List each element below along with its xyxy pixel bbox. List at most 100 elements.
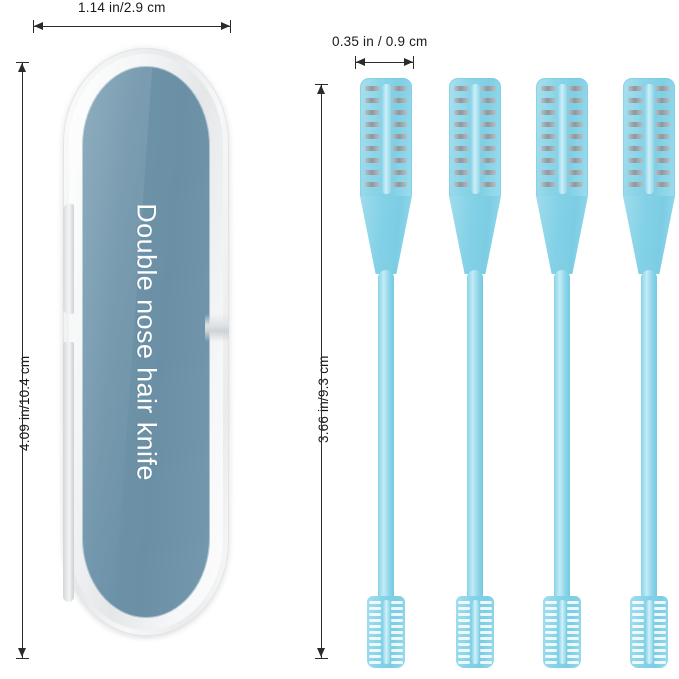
case-width-arrow-left — [34, 22, 43, 30]
tip-ridge — [632, 661, 644, 664]
tip-ridge — [654, 619, 666, 622]
tip-ridge — [458, 613, 470, 616]
tip-ridge — [545, 619, 557, 622]
blade-slot — [392, 110, 407, 115]
blade-slot — [541, 146, 556, 151]
tip-ridge — [458, 601, 470, 604]
razor-length-line — [321, 84, 322, 658]
blade-slot — [655, 158, 670, 163]
tip-ridge — [632, 631, 644, 634]
case-width-arrow-right — [221, 22, 230, 30]
razor-3-neck — [536, 196, 588, 274]
blade-slot — [392, 98, 407, 103]
blade-slot — [568, 146, 583, 151]
tip-ridge — [480, 631, 492, 634]
razor-4-blade-head — [623, 78, 675, 200]
razor-head-width-tick-right — [413, 56, 414, 69]
tip-ridge — [369, 643, 381, 646]
razor-2-handle — [467, 270, 483, 658]
blade-slot — [454, 122, 469, 127]
blade-slot — [365, 158, 380, 163]
blade-slot — [365, 170, 380, 175]
razor-4-tip-rail — [645, 600, 653, 664]
razor-2-tip-rail — [471, 600, 479, 664]
tip-ridge — [545, 613, 557, 616]
tip-ridge — [567, 661, 579, 664]
tip-ridge — [391, 631, 403, 634]
tip-ridge — [654, 637, 666, 640]
blade-slot — [568, 98, 583, 103]
tip-ridge — [391, 607, 403, 610]
tip-ridge — [391, 625, 403, 628]
tip-ridge — [632, 601, 644, 604]
razor-1-tip-rail — [382, 600, 390, 664]
blade-slot — [454, 134, 469, 139]
tip-ridge — [567, 649, 579, 652]
blade-slot — [392, 86, 407, 91]
case-hinge — [205, 314, 229, 342]
blade-slot — [365, 122, 380, 127]
tip-ridge — [391, 637, 403, 640]
blade-slot — [481, 86, 496, 91]
blade-slot — [481, 110, 496, 115]
razor-3-trimmer-tip — [543, 596, 581, 668]
tip-ridge — [369, 613, 381, 616]
blade-slot — [655, 134, 670, 139]
blade-slot — [541, 86, 556, 91]
razor-head-width-arrow-left — [356, 58, 365, 66]
tip-ridge — [458, 619, 470, 622]
case-height-line — [22, 62, 23, 658]
blade-slot — [481, 134, 496, 139]
tip-ridge — [391, 661, 403, 664]
case-height-arrow-down — [18, 648, 26, 657]
tip-ridge — [567, 625, 579, 628]
tip-ridge — [632, 637, 644, 640]
tip-ridge — [458, 649, 470, 652]
case-height-tick-top — [16, 62, 29, 63]
razor-1-center-rail — [381, 84, 391, 194]
blade-slot — [454, 146, 469, 151]
tip-ridge — [369, 661, 381, 664]
blade-slot — [568, 170, 583, 175]
tip-ridge — [480, 643, 492, 646]
tip-ridge — [545, 643, 557, 646]
razor-4-handle — [641, 270, 657, 658]
blade-slot — [365, 98, 380, 103]
blade-slot — [628, 86, 643, 91]
razor-4-trimmer-tip — [630, 596, 668, 668]
blade-slot — [568, 110, 583, 115]
tip-ridge — [391, 619, 403, 622]
tip-ridge — [480, 607, 492, 610]
blade-slot — [628, 122, 643, 127]
case-width-tick-right — [230, 20, 231, 33]
blade-slot — [628, 170, 643, 175]
razor-1-blade-head — [360, 78, 412, 200]
tip-ridge — [632, 619, 644, 622]
case-face: Double nose hair knife — [82, 66, 210, 618]
tip-ridge — [654, 613, 666, 616]
razor-2 — [437, 78, 513, 668]
tip-ridge — [458, 643, 470, 646]
tip-ridge — [567, 601, 579, 604]
tip-ridge — [391, 655, 403, 658]
tip-ridge — [545, 655, 557, 658]
razor-4-center-rail — [644, 84, 654, 194]
blade-slot — [392, 122, 407, 127]
tip-ridge — [632, 613, 644, 616]
razor-3-handle — [554, 270, 570, 658]
tip-ridge — [480, 601, 492, 604]
blade-slot — [568, 86, 583, 91]
tip-ridge — [458, 661, 470, 664]
razor-head-width-tick-left — [355, 56, 356, 69]
blade-slot — [628, 158, 643, 163]
razor-length-arrow-up — [317, 85, 325, 94]
razor-head-width-label: 0.35 in / 0.9 cm — [332, 34, 428, 49]
blade-slot — [481, 122, 496, 127]
blade-slot — [454, 86, 469, 91]
tip-ridge — [391, 613, 403, 616]
razor-4-neck — [623, 196, 675, 274]
tip-ridge — [654, 649, 666, 652]
razor-length-tick-top — [315, 84, 328, 85]
tip-ridge — [654, 631, 666, 634]
